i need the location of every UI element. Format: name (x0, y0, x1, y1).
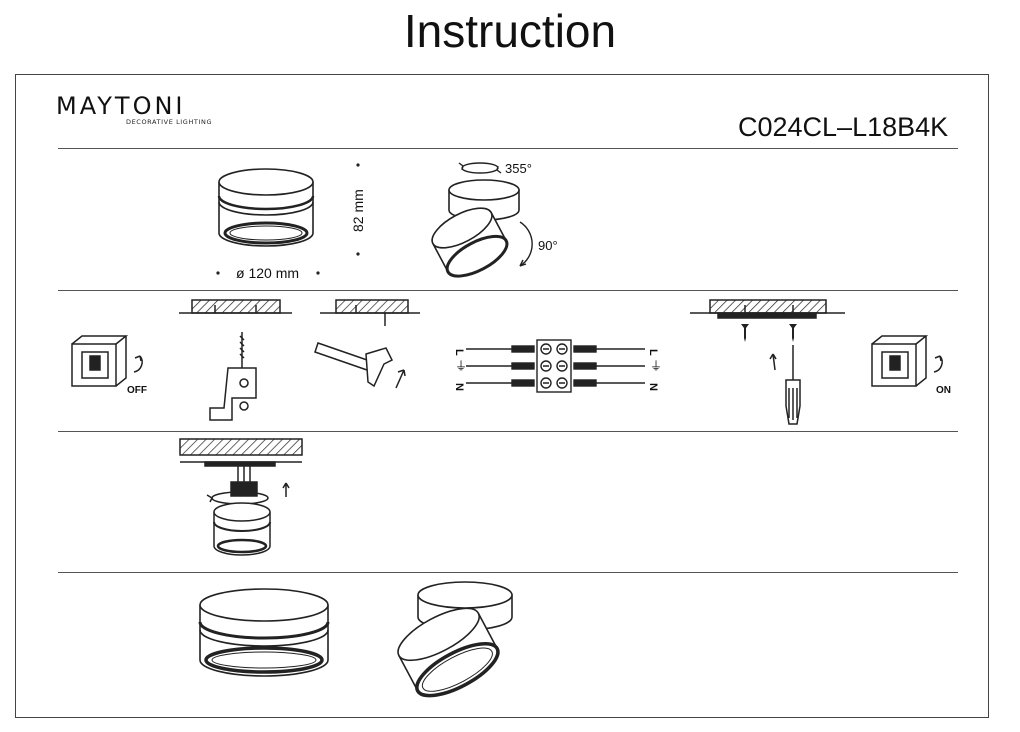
tilt-rotation-label: 90° (538, 238, 558, 253)
screw-icon (741, 324, 797, 342)
brand-name: MAYTONI (56, 92, 186, 120)
rotate-horizontal-icon (458, 162, 502, 174)
earth-symbol-left: ⏚ (455, 359, 467, 373)
neutral-label-left: N (453, 383, 465, 391)
model-code: C024CL–L18B4K (738, 112, 949, 142)
finished-lamp-tilted-drawing (397, 581, 513, 698)
dimension-markers (216, 163, 360, 275)
instruction-frame (15, 74, 989, 718)
horizontal-rotation-label: 355° (505, 161, 532, 176)
brand-tagline: DECORATIVE LIGHTING (126, 118, 213, 126)
power-switch-on-icon (871, 335, 943, 387)
diameter-dimension: ø 120 mm (236, 265, 299, 281)
lamp-rotation-drawing (431, 179, 520, 278)
mounting-bracket-icon (690, 299, 845, 319)
divider-header (58, 148, 958, 149)
screwdriver-icon (769, 345, 801, 425)
switch-off-label: OFF (127, 385, 147, 396)
rotate-tilt-icon (519, 221, 533, 267)
ceiling-mount-drawing (179, 438, 303, 556)
height-dimension: 82 mm (350, 189, 366, 232)
drill-icon (179, 299, 292, 421)
earth-symbol-right: ⏚ (650, 359, 662, 373)
neutral-label-right: N (647, 383, 659, 391)
hammer-icon (314, 299, 420, 389)
page-title: Instruction (403, 5, 617, 57)
live-label-right: L (647, 349, 659, 356)
power-switch-off-icon (71, 335, 143, 387)
switch-on-label: ON (936, 385, 951, 396)
divider-mounting (58, 572, 958, 573)
live-label-left: L (453, 349, 465, 356)
finished-lamp-front-drawing (198, 588, 330, 677)
terminal-block-icon (466, 339, 645, 393)
brand-logo: MAYTONI DECORATIVE LIGHTING (56, 92, 216, 126)
lamp-dimension-drawing (217, 168, 315, 247)
divider-dimensions (58, 290, 958, 291)
divider-wiring (58, 431, 958, 432)
